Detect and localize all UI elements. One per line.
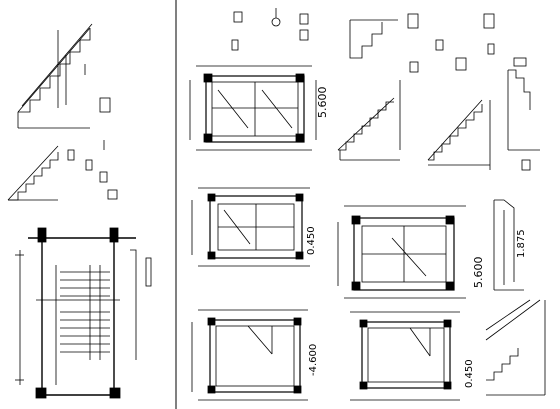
framing-plan-right-lower — [350, 311, 460, 401]
detail-markers — [231, 8, 309, 51]
framing-plan-upper — [189, 65, 317, 151]
stair-section-5 — [485, 199, 546, 396]
stair-section-3 — [337, 13, 467, 161]
middle-plan-elevation-label: 0.450 — [306, 226, 317, 255]
stair-plan-left — [15, 227, 152, 399]
framing-plan-right — [337, 205, 466, 299]
stair-profile-right — [507, 57, 540, 171]
side-section-elevation-label: 1.875 — [516, 229, 527, 258]
right-lower-plan-elevation-label: 0.450 — [464, 359, 475, 388]
framing-plan-middle — [191, 187, 310, 267]
stair-section-4 — [427, 13, 495, 170]
lower-plan-elevation-label: -4.600 — [308, 343, 319, 376]
right-plan-elevation-label: 5.600 — [472, 256, 485, 289]
framing-plan-lower — [191, 309, 308, 401]
upper-plan-elevation-label: 5.600 — [316, 86, 329, 119]
stair-section-1 — [17, 23, 111, 129]
stair-section-2 — [7, 140, 118, 201]
